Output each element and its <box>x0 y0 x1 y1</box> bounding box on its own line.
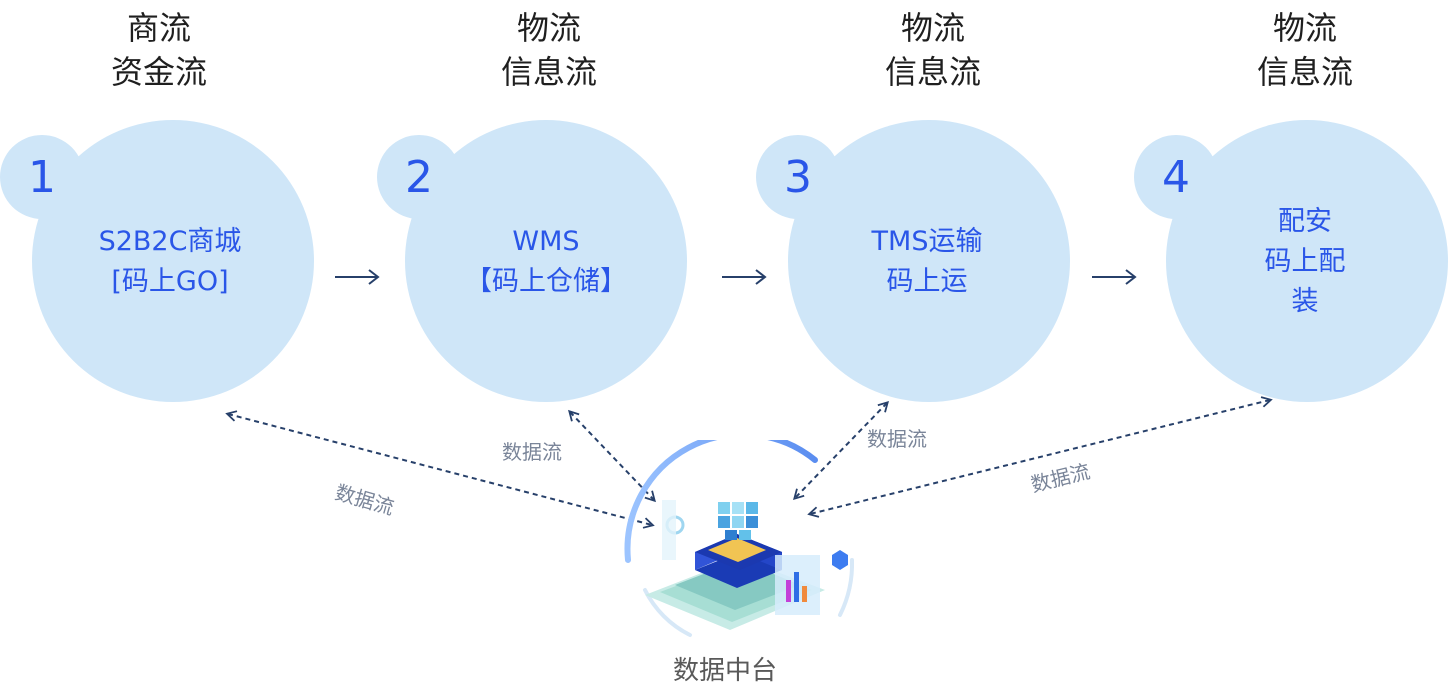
stage-2-header: 物流 信息流 <box>449 6 649 94</box>
data-flow-label-3: 数据流 <box>867 427 927 451</box>
stage-1-header: 商流 资金流 <box>59 6 259 94</box>
stage-2-label-line-1: WMS <box>512 226 580 257</box>
stage-4-label-line-3: 装 <box>1291 286 1319 317</box>
stage-1-label-line-1: S2B2C商城 <box>98 226 242 257</box>
stage-4-label-line-2: 码上配 <box>1264 246 1346 277</box>
stage-1-number-badge: 1 <box>0 135 84 219</box>
stage-3-number-badge: 3 <box>756 135 840 219</box>
stage-1-label-line-2: [码上GO] <box>111 266 229 297</box>
stage-1-header-line-2: 资金流 <box>110 53 207 91</box>
arrow-right-icon <box>335 269 380 285</box>
data-flow-label-2: 数据流 <box>502 440 562 464</box>
data-flow-link-2 <box>568 409 656 503</box>
stage-4-header: 物流 信息流 <box>1205 6 1405 94</box>
stage-3-label-line-1: TMS运输 <box>871 226 983 257</box>
data-platform-illustration <box>624 440 855 637</box>
stage-1-label: S2B2C商城 [码上GO] <box>40 222 300 302</box>
stage-3-header: 物流 信息流 <box>833 6 1033 94</box>
stage-4-label-line-1: 配安 <box>1278 206 1332 237</box>
stage-3-header-line-2: 信息流 <box>884 53 981 91</box>
stage-2-label: WMS 【码上仓储】 <box>416 222 676 302</box>
arrow-right-icon <box>1092 269 1137 285</box>
data-flow-link-1 <box>225 410 655 529</box>
stage-4-header-line-2: 信息流 <box>1256 53 1353 91</box>
stage-2-header-line-1: 物流 <box>516 9 581 47</box>
stage-1-header-line-1: 商流 <box>126 9 191 47</box>
arrow-right-icon <box>722 269 767 285</box>
stage-3-label-line-2: 码上运 <box>886 266 968 297</box>
stage-4-label: 配安 码上配 装 <box>1175 202 1435 322</box>
stage-2-header-line-2: 信息流 <box>500 53 597 91</box>
stage-4-number-badge: 4 <box>1134 135 1218 219</box>
stage-2-number-badge: 2 <box>377 135 461 219</box>
data-platform-caption: 数据中台 <box>672 656 777 686</box>
stage-2-label-line-2: 【码上仓储】 <box>465 266 627 297</box>
data-flow-link-4 <box>807 396 1273 518</box>
stage-4-header-line-1: 物流 <box>1272 9 1337 47</box>
stage-3-label: TMS运输 码上运 <box>797 222 1057 302</box>
stage-3-header-line-1: 物流 <box>900 9 965 47</box>
